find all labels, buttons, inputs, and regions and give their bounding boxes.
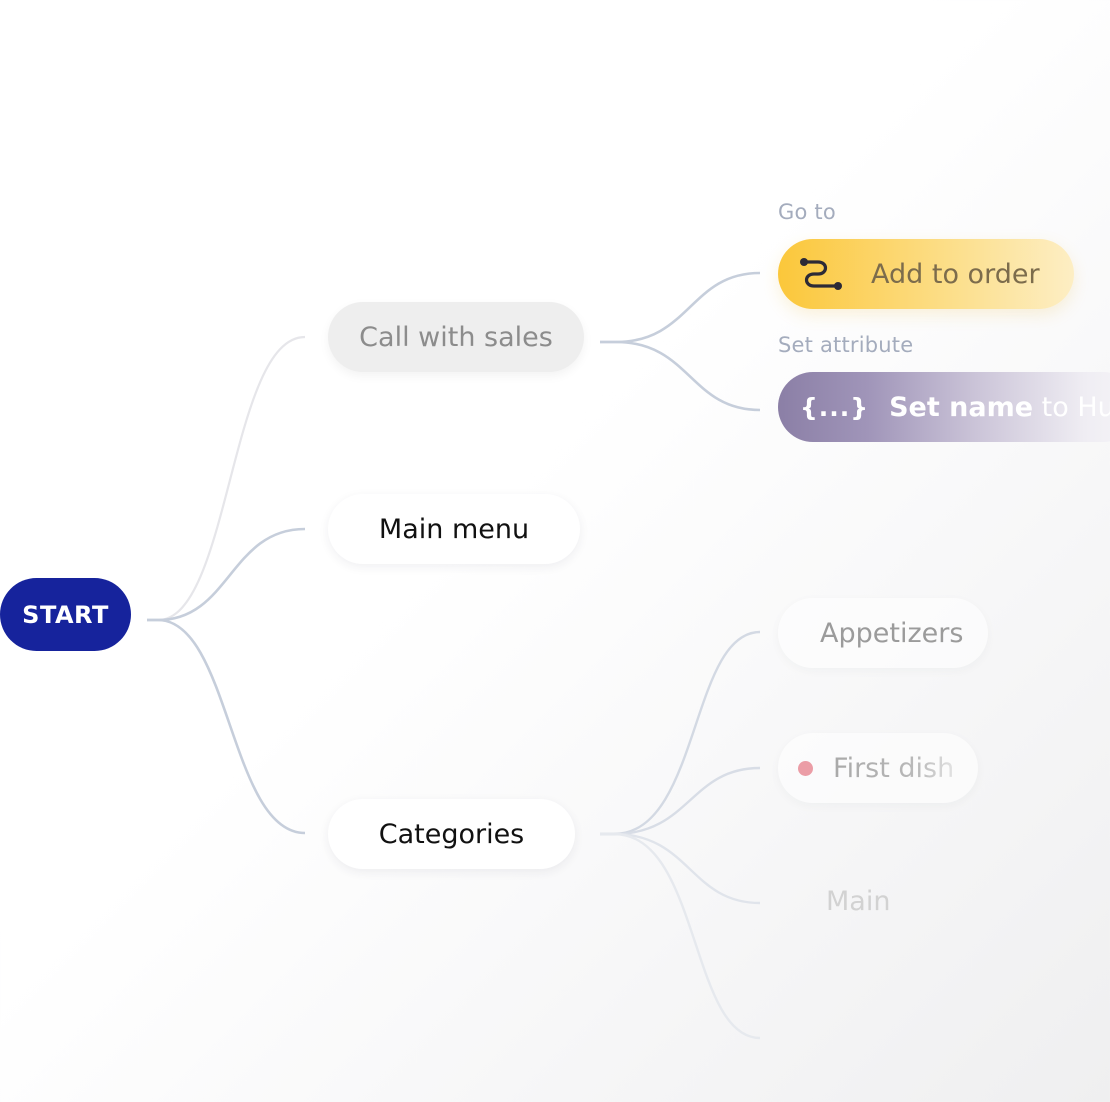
connector-categories-main — [600, 832, 761, 905]
goto-caption: Go to — [778, 200, 836, 224]
dot-icon — [798, 760, 813, 776]
start-node[interactable]: START — [0, 578, 131, 651]
connector-start-call — [147, 335, 306, 622]
start-label: START — [22, 600, 109, 629]
first-dish-node[interactable]: First dish — [778, 733, 978, 803]
braces-icon: {...} — [800, 392, 870, 422]
appetizers-label: Appetizers — [820, 617, 964, 649]
add-to-order-label: Add to order — [871, 258, 1040, 290]
connector-start-categories — [147, 618, 306, 835]
appetizers-node[interactable]: Appetizers — [778, 598, 988, 668]
connector-call-attribute — [600, 340, 761, 412]
connector-categories-appetizers — [600, 630, 761, 836]
connector-categories-more — [600, 832, 761, 1040]
add-to-order-node[interactable]: Add to order — [778, 239, 1074, 309]
set-name-node[interactable]: {...} Set name to Hub — [778, 372, 1110, 442]
call-with-sales-label: Call with sales — [359, 321, 553, 353]
categories-label: Categories — [378, 818, 525, 850]
connector-call-goto — [600, 271, 761, 344]
route-icon — [798, 254, 846, 294]
main-dish-label: Main — [826, 885, 891, 917]
main-menu-node[interactable]: Main menu — [328, 494, 580, 564]
set-attribute-caption: Set attribute — [778, 333, 914, 357]
call-with-sales-node[interactable]: Call with sales — [328, 302, 584, 372]
set-name-label-bold: Set name — [889, 391, 1034, 423]
set-name-label: Set name to Hub — [889, 392, 1110, 423]
connector-categories-first — [600, 766, 761, 836]
main-menu-label: Main menu — [378, 513, 530, 545]
main-dish-node[interactable]: Main — [778, 866, 938, 936]
connector-start-menu — [147, 527, 306, 622]
set-name-label-rest: to Hub — [1041, 391, 1110, 423]
first-dish-label: First dish — [833, 752, 955, 784]
categories-node[interactable]: Categories — [328, 799, 575, 869]
